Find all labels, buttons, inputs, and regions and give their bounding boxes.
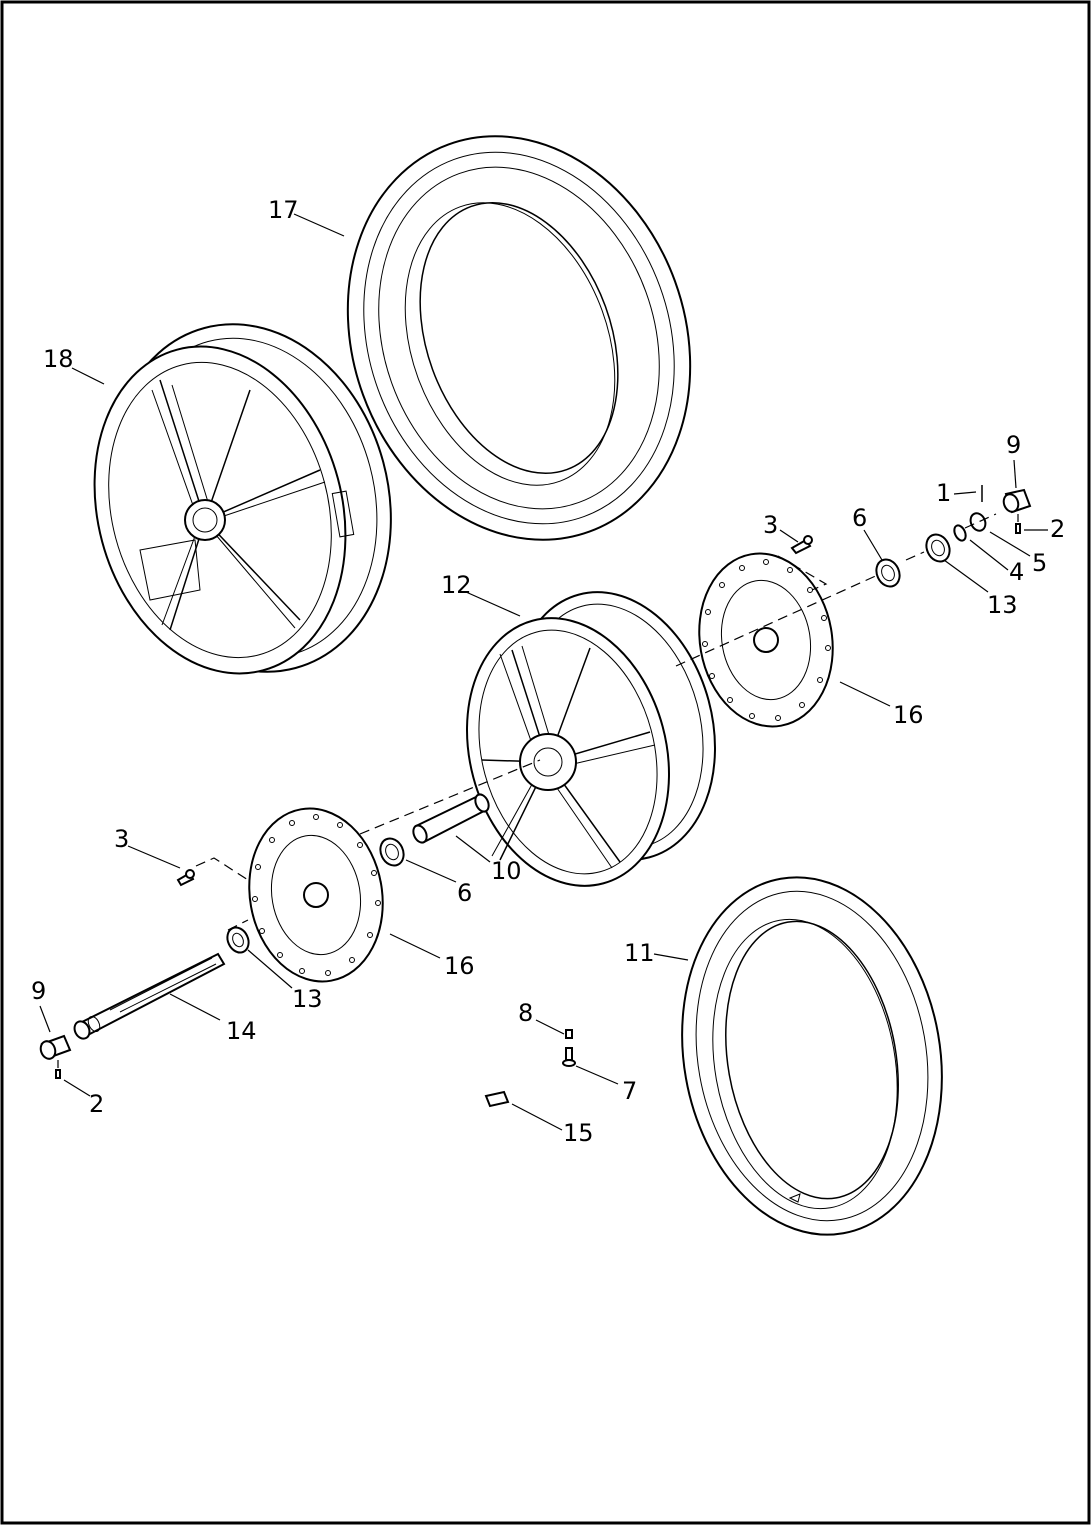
callout-1: 1 — [936, 479, 951, 507]
part-16-brake-rotor-right[interactable] — [686, 543, 846, 737]
callout-13-left: 13 — [292, 985, 323, 1013]
callout-15: 15 — [563, 1119, 594, 1147]
callout-2-right: 2 — [1050, 515, 1065, 543]
callout-12: 12 — [441, 571, 472, 599]
part-17-rear-tire[interactable] — [293, 88, 746, 589]
callout-17: 17 — [268, 196, 299, 224]
part-13-collar-left[interactable] — [223, 924, 252, 956]
part-6-bearing-left[interactable] — [376, 835, 408, 870]
leader-lines — [39, 213, 1048, 1131]
callout-9-left: 9 — [31, 977, 46, 1005]
part-6-bearing-right[interactable] — [872, 556, 904, 591]
part-8-valve-cap[interactable] — [565, 1029, 573, 1039]
part-2-screw-right[interactable] — [1015, 523, 1021, 534]
callout-2-left: 2 — [89, 1090, 104, 1118]
part-16-brake-rotor-left[interactable] — [236, 798, 396, 992]
part-12-front-wheel[interactable] — [438, 569, 744, 908]
callout-7: 7 — [622, 1077, 637, 1105]
callout-3-left: 3 — [114, 825, 129, 853]
part-15-weight[interactable] — [484, 1090, 510, 1108]
callout-6-right: 6 — [852, 504, 867, 532]
callout-18: 18 — [43, 345, 74, 373]
callout-4: 4 — [1009, 558, 1024, 586]
part-3-screw-right[interactable] — [790, 535, 813, 555]
callout-10: 10 — [491, 857, 522, 885]
part-7-valve-stem[interactable] — [562, 1047, 576, 1067]
part-11-front-tire[interactable] — [655, 857, 970, 1256]
callout-3-right: 3 — [763, 511, 778, 539]
part-2-screw-left[interactable] — [55, 1069, 61, 1079]
part-13-collar-right[interactable] — [922, 531, 954, 566]
part-5-nut[interactable] — [968, 511, 988, 533]
callout-8: 8 — [518, 999, 533, 1027]
callout-11: 11 — [624, 939, 655, 967]
callout-5: 5 — [1032, 549, 1047, 577]
callout-labels: 17 18 12 11 10 3 3 6 6 9 9 1 2 2 5 4 13 … — [31, 196, 1065, 1147]
assembly-center-lines — [57, 513, 1019, 1068]
callout-9-right: 9 — [1006, 431, 1021, 459]
callout-16-left: 16 — [444, 952, 475, 980]
part-9-cap-right[interactable] — [1001, 488, 1032, 514]
callout-6-left: 6 — [457, 879, 472, 907]
part-4-washer[interactable] — [952, 524, 968, 543]
part-3-screw-left[interactable] — [176, 869, 195, 887]
part-9-cap-left[interactable] — [38, 1034, 72, 1061]
part-14-axle[interactable] — [72, 952, 226, 1041]
callout-13-right: 13 — [987, 591, 1018, 619]
callout-16-right: 16 — [893, 701, 924, 729]
part-10-spacer[interactable] — [411, 792, 491, 844]
part-18-rear-wheel[interactable] — [59, 292, 429, 703]
callout-14: 14 — [226, 1017, 257, 1045]
